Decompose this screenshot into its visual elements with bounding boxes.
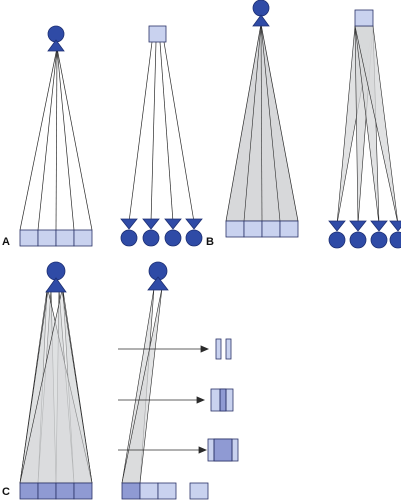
detector-element-icon bbox=[73, 482, 93, 500]
panel-c-left-focal-spot-icon bbox=[45, 261, 67, 293]
panel-label-c: C bbox=[2, 486, 10, 498]
focal-spot-icon bbox=[349, 220, 367, 232]
panel-b-focal-spot-icon bbox=[252, 0, 270, 27]
panel-label-a: A bbox=[2, 236, 10, 248]
detector-element-icon bbox=[225, 220, 245, 238]
arrow-icon bbox=[196, 396, 206, 404]
detector-element-icon bbox=[121, 482, 141, 500]
detector-element-icon bbox=[189, 482, 209, 500]
detector-element-icon bbox=[261, 220, 281, 238]
panel-a-focal-spot-icon bbox=[47, 25, 65, 52]
detector-element-icon bbox=[157, 482, 177, 500]
focal-spot-icon bbox=[120, 218, 138, 230]
panel-c-left-detector-array bbox=[19, 482, 93, 500]
sampling-schematic-2 bbox=[210, 388, 234, 412]
detector-element-icon bbox=[243, 220, 263, 238]
panel-c-right-beam bbox=[121, 287, 163, 484]
panel-a-single-detector-icon bbox=[148, 25, 167, 43]
detector-element-icon bbox=[73, 229, 93, 247]
detector-element-icon bbox=[37, 482, 57, 500]
detector-element-icon bbox=[37, 229, 57, 247]
detector-element-icon bbox=[19, 482, 39, 500]
sampling-schematic-3 bbox=[207, 438, 239, 462]
panel-b-right-beams bbox=[336, 25, 399, 225]
panel-a-right-ray-lines bbox=[128, 41, 195, 223]
focal-spot-icon bbox=[328, 220, 346, 232]
detector-element-icon bbox=[279, 220, 299, 238]
panel-c-right-detector-array bbox=[121, 482, 209, 500]
panel-label-b: B bbox=[206, 236, 214, 248]
panel-b-single-detector-icon bbox=[354, 9, 374, 27]
focal-spot-icon bbox=[142, 218, 160, 230]
arrow-icon bbox=[198, 446, 208, 454]
detector-element-icon bbox=[55, 482, 75, 500]
panel-c-right-focal-spot-icon bbox=[147, 261, 169, 291]
panel-b-detector-array bbox=[225, 220, 299, 238]
panel-a-ray-lines bbox=[19, 47, 93, 231]
panel-b-source-row bbox=[328, 220, 401, 249]
panel-a-source-row bbox=[120, 218, 203, 247]
panel-c-left-beams bbox=[19, 289, 93, 484]
panel-a-detector-array bbox=[19, 229, 93, 247]
focal-spot-icon bbox=[370, 220, 388, 232]
detector-element-icon bbox=[139, 482, 159, 500]
sampling-schematic-1 bbox=[215, 338, 232, 360]
focal-spot-icon bbox=[164, 218, 182, 230]
focal-spot-icon bbox=[389, 220, 401, 232]
panel-b-ray-lines bbox=[243, 23, 281, 222]
arrow-icon bbox=[200, 345, 210, 353]
detector-element-icon bbox=[55, 229, 75, 247]
detector-element-icon bbox=[19, 229, 39, 247]
focal-spot-icon bbox=[185, 218, 203, 230]
panel-c-arrows bbox=[118, 345, 210, 454]
